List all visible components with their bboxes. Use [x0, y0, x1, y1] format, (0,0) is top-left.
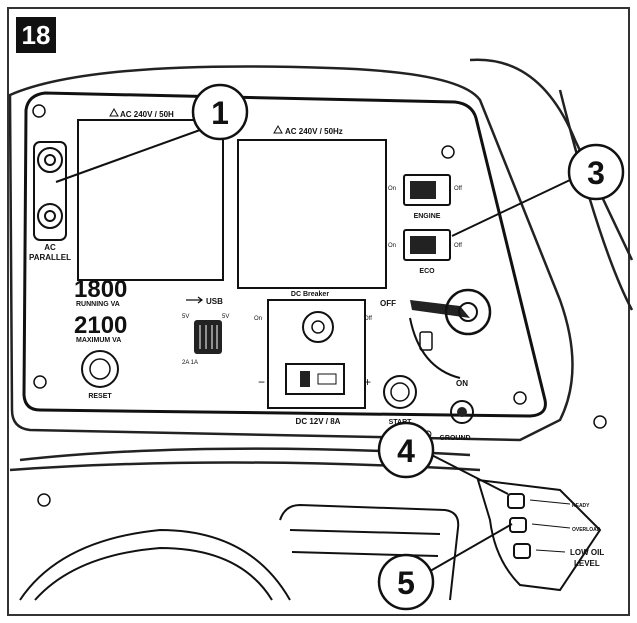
dc-minus: −	[258, 375, 265, 389]
ac-right-label: AC 240V / 50Hz	[285, 127, 343, 136]
choke-on-label: ON	[456, 379, 468, 388]
usb-right-volt: 5V	[222, 314, 229, 320]
reset-button-cap	[89, 358, 111, 380]
warning-icon	[109, 107, 119, 117]
eco-on-label: On	[388, 243, 396, 249]
dc-outlet[interactable]	[285, 363, 345, 395]
indicator-low-oil-label: LOW OIL	[570, 548, 604, 557]
dc-outlet-slot	[300, 371, 310, 387]
dc-breaker-cap	[311, 320, 325, 334]
dc-plus: +	[364, 375, 371, 389]
start-button[interactable]	[383, 375, 417, 409]
indicator-leader	[535, 549, 566, 553]
usb-icon	[186, 296, 203, 304]
ac-parallel-label-1: AC	[44, 243, 56, 252]
dc-off-label: Off	[364, 316, 372, 322]
callout-1-circle	[191, 83, 249, 141]
callout-4: 4	[377, 421, 435, 479]
dc-panel	[267, 299, 366, 409]
choke-arc	[409, 317, 461, 379]
eco-switch[interactable]	[403, 229, 451, 261]
indicator-overload-label: OVERLOAD	[572, 527, 601, 533]
warning-icon	[273, 124, 283, 134]
dc-on-label: On	[254, 316, 262, 322]
callout-4-circle	[377, 421, 435, 479]
engine-off-label: Off	[454, 186, 462, 192]
ground-terminal[interactable]	[450, 400, 474, 424]
indicator-leader	[531, 523, 571, 529]
ac-parallel-label-2: PARALLEL	[29, 253, 71, 262]
dc-rating: DC 12V / 8A	[296, 417, 341, 426]
eco-off-label: Off	[454, 243, 462, 249]
ac-outlet-right	[237, 139, 387, 289]
indicator-leader	[529, 499, 571, 505]
ground-terminal-post	[457, 407, 467, 417]
running-va-value: 1800	[74, 276, 127, 303]
eco-label: ECO	[419, 268, 435, 275]
indicator-strip	[476, 478, 602, 592]
ac-left-label: AC 240V / 50H	[120, 110, 174, 119]
indicator-lights	[507, 493, 531, 559]
ac-parallel-terminals	[33, 141, 67, 241]
figure-frame	[7, 7, 630, 616]
callout-5-number: 5	[397, 565, 415, 601]
control-panel	[22, 91, 547, 418]
callout-3-circle	[567, 143, 625, 201]
engine-label: ENGINE	[414, 213, 441, 220]
start-button-cap	[390, 382, 410, 402]
engine-switch-rocker	[410, 181, 436, 199]
ground-label: GROUND	[439, 435, 470, 442]
usb-current: 2A 1A	[182, 360, 198, 366]
callout-1: 1	[191, 83, 249, 141]
callout-1-number: 1	[211, 95, 229, 131]
usb-left-volt: 5V	[182, 314, 189, 320]
usb-port-slots	[199, 325, 218, 349]
indicator-ready-label: READY	[572, 503, 590, 509]
dc-breaker-button[interactable]	[302, 311, 334, 343]
engine-on-label: On	[388, 186, 396, 192]
dc-breaker-label: DC Breaker	[291, 291, 329, 298]
figure-number-badge	[16, 17, 56, 53]
callout-5: 5	[377, 553, 435, 611]
reset-button[interactable]	[81, 350, 119, 388]
choke-knob-hub	[458, 302, 478, 322]
callout-3-number: 3	[587, 155, 605, 191]
choke-lever[interactable]	[410, 300, 470, 318]
callout-5-circle	[377, 553, 435, 611]
dc-outlet-slot-2	[317, 373, 337, 385]
panel-screw-icon	[32, 104, 607, 507]
indicator-level-label: LEVEL	[574, 559, 600, 568]
maximum-va-value: 2100	[74, 312, 127, 339]
figure-number: 18	[22, 20, 51, 50]
callout-4-number: 4	[397, 433, 415, 469]
engine-switch[interactable]	[403, 174, 451, 206]
choke-knob[interactable]	[444, 288, 492, 336]
eco-switch-rocker	[410, 236, 436, 254]
usb-ports[interactable]	[194, 320, 222, 354]
usb-label: USB	[206, 297, 223, 306]
running-va-label: RUNNING VA	[76, 301, 120, 308]
fuel-can-icon	[419, 331, 433, 351]
choke-off-label: OFF	[380, 299, 396, 308]
callout-3: 3	[567, 143, 625, 201]
reset-label: RESET	[88, 393, 112, 400]
maximum-va-label: MAXIMUM VA	[76, 337, 121, 344]
ac-outlet-left	[77, 119, 224, 281]
